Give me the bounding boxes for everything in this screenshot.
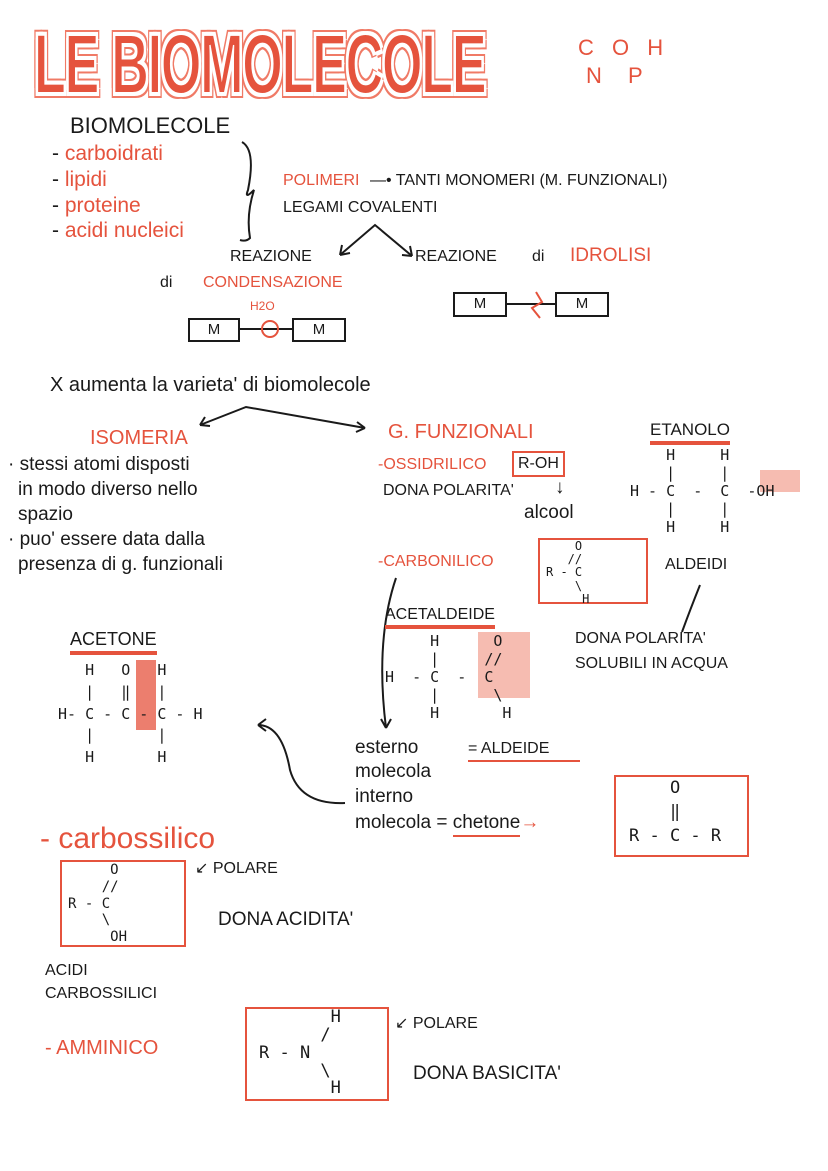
idrolisi-name: IDROLISI <box>570 245 652 266</box>
etanolo-structure: H H | | H - C - C -OH | | H H <box>630 446 775 536</box>
acidi-label: ACIDI <box>45 962 88 979</box>
chetone-formula: O ‖ R - C - R <box>614 775 749 857</box>
condensazione-line1: REAZIONE <box>230 248 312 265</box>
gruppi-title: G. FUNZIONALI <box>388 421 534 443</box>
carbossilico-formula: O // R - C \ OH <box>60 860 186 947</box>
molecola-label: molecola <box>355 761 432 782</box>
elements-line1: C O H <box>578 35 670 60</box>
isomeria-line: · puo' essere data dalla <box>8 529 205 550</box>
ossidrilico-formula: R-OH <box>512 451 565 477</box>
acetaldeide-structure: H O | // H - C - C | \ H H <box>385 632 512 722</box>
page-title: LE BIOMOLECOLE <box>33 17 487 112</box>
isomeria-line: · stessi atomi disposti <box>8 454 190 475</box>
aldeidi-label: ALDEIDI <box>665 556 728 573</box>
dona-acidita: DONA ACIDITA' <box>218 909 354 930</box>
polimeri-label: POLIMERI <box>283 172 360 189</box>
amminico-formula: H / R - N \ H <box>245 1007 389 1101</box>
chetone-label: chetone <box>452 812 521 837</box>
monomer-box: M <box>453 292 507 317</box>
isomeria-line: presenza di g. funzionali <box>18 554 223 575</box>
elements-line2: N P <box>586 63 653 88</box>
idrolisi-di: di <box>532 248 545 265</box>
dona-polarita-2: DONA POLARITA' <box>575 630 706 647</box>
carbonilico-formula: O // R - C \ H <box>538 538 648 605</box>
list-item-label: acidi nucleici <box>64 219 184 242</box>
dona-basicita: DONA BASICITA' <box>413 1063 561 1084</box>
carbossilici-label: CARBOSSILICI <box>45 985 158 1002</box>
aldeide-label: = ALDEIDE <box>468 740 580 762</box>
solubili-label: SOLUBILI IN ACQUA <box>575 655 728 672</box>
acetone-title: ACETONE <box>70 629 157 655</box>
varieta-text: X aumenta la varieta' di biomolecole <box>50 374 371 396</box>
list-item-label: carboidrati <box>64 142 163 165</box>
amminico-title: - AMMINICO <box>45 1037 159 1059</box>
etanolo-title: ETANOLO <box>650 420 730 445</box>
carbonilico-label: -CARBONILICO <box>378 553 494 570</box>
monomer-box: M <box>188 318 240 342</box>
condensazione-di: di <box>160 274 173 291</box>
interno-label: interno <box>355 786 414 807</box>
arrow-right-icon: → <box>520 812 540 833</box>
list-item: - acidi nucleici <box>52 219 184 242</box>
legami-label: LEGAMI COVALENTI <box>283 199 438 216</box>
isomeria-line: spazio <box>18 504 73 525</box>
biomolecole-heading: BIOMOLECOLE <box>70 113 231 138</box>
polare-label: ↙ POLARE <box>395 1015 478 1032</box>
isomeria-title: ISOMERIA <box>90 427 188 449</box>
list-item-label: lipidi <box>64 168 107 191</box>
alcool-label: alcool <box>524 502 574 523</box>
dona-polarita: DONA POLARITA' <box>383 482 514 499</box>
water-label: H2O <box>250 299 275 313</box>
arrow-down-icon: ↓ <box>555 477 565 498</box>
list-item-label: proteine <box>64 194 141 217</box>
acetaldeide-title: ACETALDEIDE <box>385 606 495 629</box>
list-item: - proteine <box>52 194 141 217</box>
carbossilico-title: - carbossilico <box>40 822 216 855</box>
polimeri-desc: —• TANTI MONOMERI (M. FUNZIONALI) <box>370 172 668 189</box>
list-item: - carboidrati <box>52 142 163 165</box>
idrolisi-line1: REAZIONE <box>415 248 497 265</box>
monomer-box: M <box>292 318 346 342</box>
list-item: - lipidi <box>52 168 107 191</box>
molecola-label: molecola = <box>355 812 453 833</box>
esterno-label: esterno <box>355 737 419 758</box>
isomeria-line: in modo diverso nello <box>18 479 198 500</box>
molecola-chetone: molecola = chetone→ <box>355 812 540 837</box>
polare-label: ↙ POLARE <box>195 860 278 877</box>
condensazione-name: CONDENSAZIONE <box>203 274 343 291</box>
acetone-structure: H O H | ‖ | H- C - C - C - H | | H H <box>58 661 203 766</box>
monomer-box: M <box>555 292 609 317</box>
ossidrilico-label: -OSSIDRILICO <box>378 456 487 473</box>
